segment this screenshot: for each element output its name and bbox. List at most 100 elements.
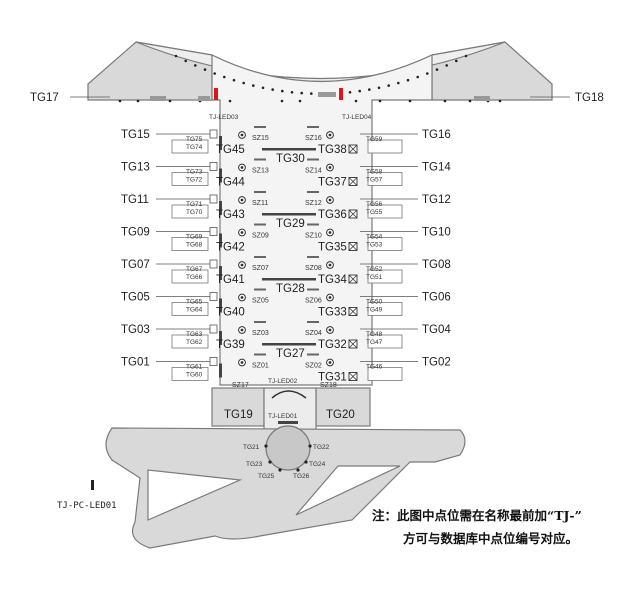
- wall-dot: [378, 99, 382, 103]
- label-sz10: SZ10: [305, 233, 322, 240]
- label-sz07: SZ07: [252, 265, 269, 272]
- label-tg11: TG11: [121, 194, 149, 206]
- gate-box-left: [209, 194, 218, 204]
- label-tg13: TG13: [121, 162, 150, 174]
- label-tg41: TG41: [216, 274, 245, 286]
- sensor-core-right: [328, 361, 332, 364]
- label-sz15: SZ15: [252, 135, 269, 142]
- gate-box-left: [209, 324, 218, 334]
- wall-dot: [468, 99, 472, 103]
- sz-bar-right: [307, 353, 319, 356]
- bay-box-right: [367, 334, 403, 349]
- label-tj-pc-led01: TJ-PC-LED01: [57, 501, 117, 511]
- label-sz02: SZ02: [305, 363, 322, 370]
- wall-dot: [228, 99, 232, 103]
- sz-bar-right: [307, 158, 319, 161]
- lower-frame: [105, 427, 466, 549]
- vent-right: [474, 96, 490, 101]
- label-tg35: TG35: [318, 242, 347, 254]
- sz-bar-left: [254, 288, 266, 291]
- label-tg39: TG39: [216, 339, 245, 351]
- bay-box-right: [367, 237, 403, 251]
- arc-dot: [271, 88, 275, 91]
- label-tg46: TG46: [366, 364, 383, 371]
- label-tg74: TG74: [186, 144, 203, 151]
- label-tg49: TG49: [366, 307, 383, 314]
- hub-points: [264, 444, 312, 472]
- arc-dot: [416, 75, 420, 79]
- label-tg59: TG59: [366, 136, 383, 143]
- label-sz04: SZ04: [305, 330, 322, 337]
- label-tg29: TG29: [276, 218, 305, 230]
- sz-bar-left: [254, 191, 266, 193]
- label-tg44: TG44: [216, 177, 245, 189]
- door-bar-left: [219, 201, 222, 215]
- vent-inner-right: [318, 92, 336, 97]
- sensor-core-right: [328, 198, 332, 202]
- label-tg36: TG36: [318, 209, 347, 221]
- sensor-core-left: [240, 296, 244, 299]
- label-tg33: TG33: [318, 307, 347, 319]
- cross-b: [348, 209, 358, 219]
- center-bar: [262, 148, 316, 151]
- cross-b: [348, 372, 358, 381]
- label-tg02: TG02: [422, 357, 451, 369]
- door-bar-left: [219, 233, 222, 248]
- label-tg50: TG50: [366, 299, 383, 306]
- arc-dot: [387, 84, 391, 87]
- label-tg61: TG61: [186, 364, 203, 371]
- sz-bar-left: [254, 223, 266, 226]
- label-sz05: SZ05: [252, 298, 269, 305]
- bay-tg19: [211, 387, 265, 427]
- wall-dot: [136, 99, 140, 103]
- wall-dot: [118, 99, 122, 103]
- led04-marker: [339, 88, 343, 100]
- sz-bar-right: [307, 126, 319, 128]
- label-tj-led04: TJ-LED04: [342, 114, 372, 121]
- label-tg64: TG64: [186, 307, 203, 314]
- label-tg71: TG71: [186, 201, 203, 208]
- label-sz13: SZ13: [252, 168, 269, 175]
- arc-dot: [223, 75, 226, 79]
- arc-dot: [290, 91, 294, 94]
- label-tg25: TG25: [258, 473, 275, 480]
- right-bays: TG16TG14TG12TG10TG08TG06TG04TG02TG38TG37…: [305, 126, 451, 389]
- label-tg04: TG04: [422, 324, 451, 336]
- label-tg26: TG26: [293, 473, 310, 480]
- label-tg48: TG48: [366, 331, 383, 338]
- label-tg42: TG42: [216, 242, 245, 254]
- cross-b: [348, 339, 358, 349]
- sensor-core-left: [240, 198, 244, 202]
- label-tg38: TG38: [318, 144, 347, 156]
- central-passage: [263, 387, 317, 433]
- arc-dot: [406, 78, 410, 82]
- hub-dot-21: [264, 444, 268, 448]
- label-sz08: SZ08: [305, 265, 322, 272]
- sensor-core-right: [328, 328, 332, 332]
- bay-tg20: [315, 387, 371, 427]
- wall-dot: [354, 99, 358, 103]
- arc-dot: [261, 86, 265, 90]
- label-tg55: TG55: [366, 209, 383, 216]
- label-sz14: SZ14: [305, 168, 322, 175]
- label-sz01: SZ01: [252, 363, 269, 370]
- label-tg75: TG75: [186, 136, 203, 143]
- led02-arc: [271, 390, 307, 399]
- label-tg62: TG62: [186, 339, 203, 346]
- sensor-core-left: [240, 263, 244, 267]
- label-tg16: TG16: [422, 129, 451, 141]
- label-tg08: TG08: [422, 259, 451, 271]
- arc-dot: [445, 64, 449, 67]
- hub-dot-23: [268, 460, 272, 464]
- led03-marker: [214, 88, 218, 100]
- arc-dot: [300, 91, 304, 95]
- bay-box-right: [367, 139, 403, 154]
- label-tg72: TG72: [186, 177, 203, 184]
- label-tg14: TG14: [422, 162, 451, 174]
- label-tg66: TG66: [186, 274, 203, 281]
- building-outline: [87, 41, 553, 549]
- arc-dot: [174, 54, 178, 58]
- arc-dot: [397, 81, 400, 85]
- door-bar-left: [219, 363, 222, 378]
- bay-box-left: [171, 139, 209, 154]
